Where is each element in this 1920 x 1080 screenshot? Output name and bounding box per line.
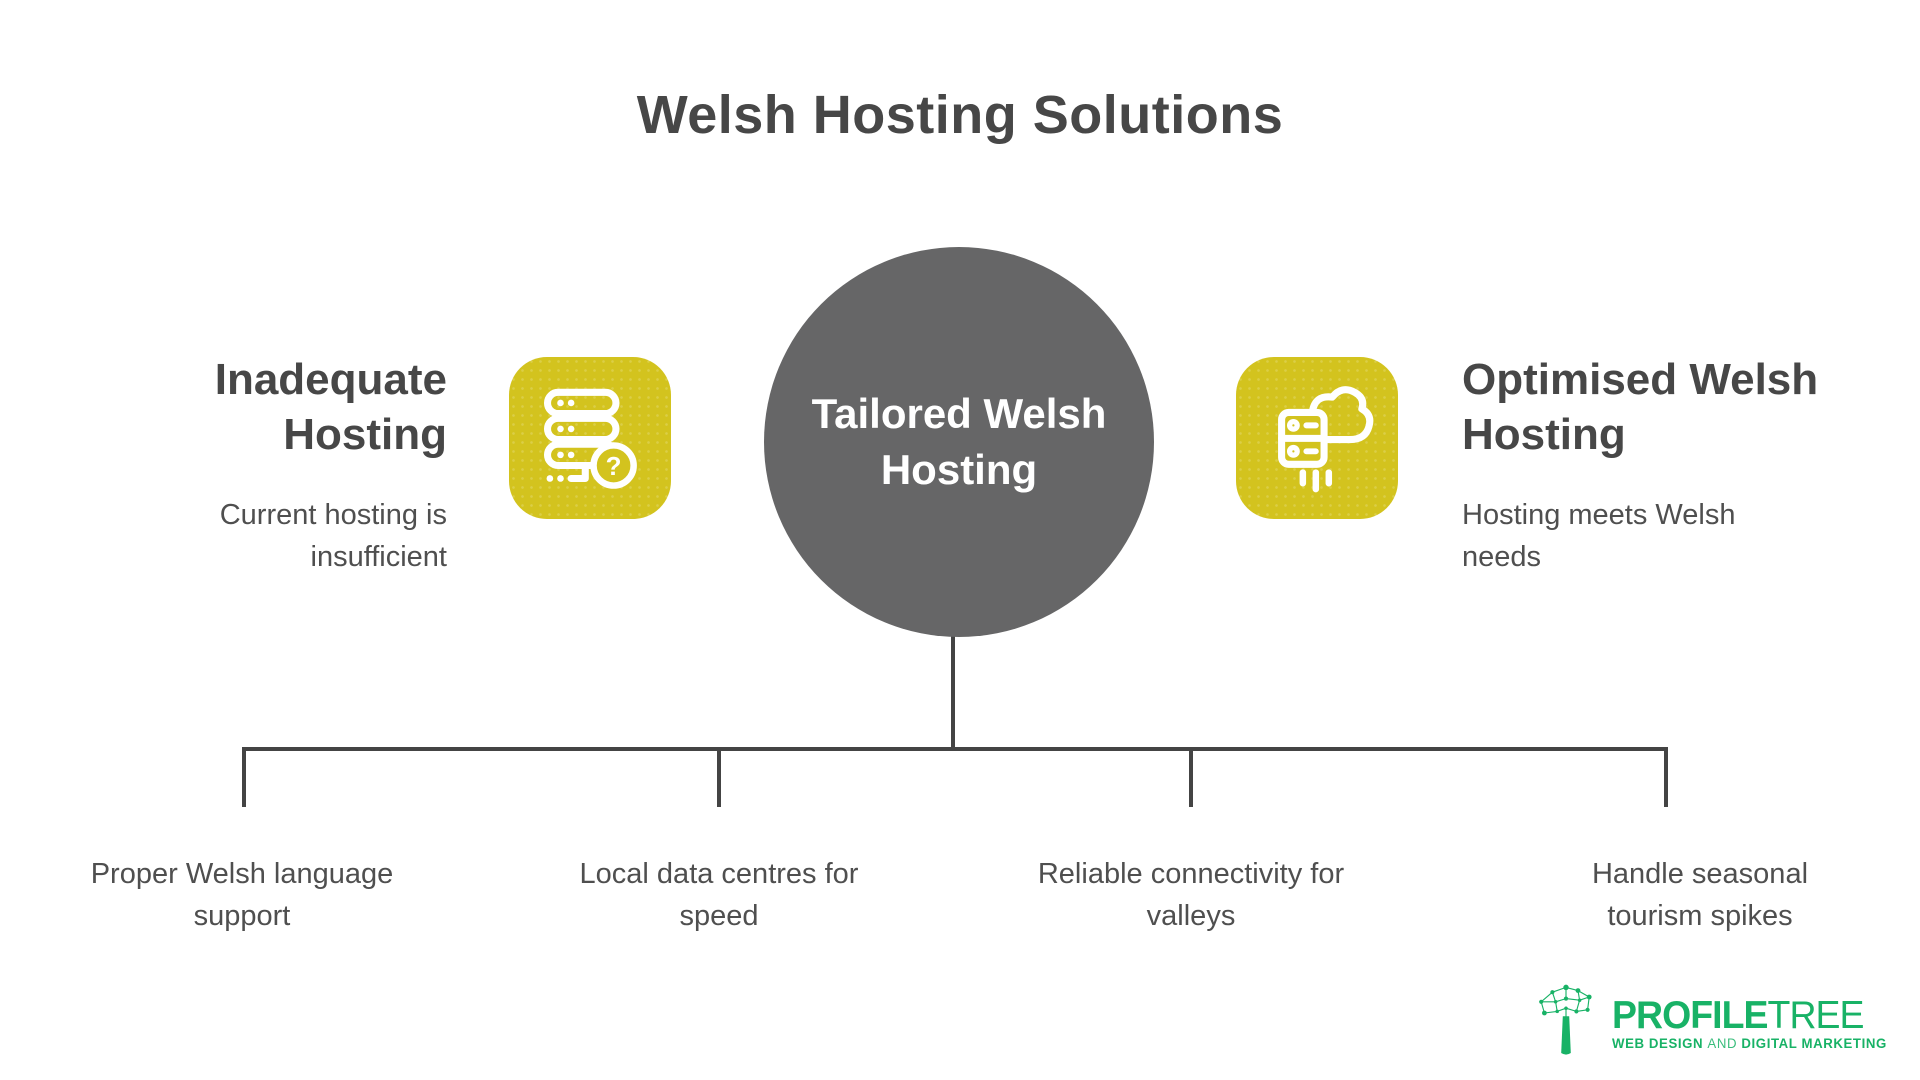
svg-text:?: ?	[606, 450, 622, 480]
optimised-hosting-description: Hosting meets Welsh needs	[1462, 499, 1736, 573]
center-stub-line	[951, 630, 955, 751]
profiletree-logo: PROFILETREE WEB DESIGN AND DIGITAL MARKE…	[1530, 981, 1893, 1066]
optimised-hosting-icon-box	[1236, 357, 1398, 519]
inadequate-hosting-icon-box: ?	[509, 357, 671, 519]
branch-horizontal-line	[242, 747, 1668, 751]
branch-label-reliable-connectivity: Reliable connectivity for valleys	[1037, 858, 1345, 932]
profiletree-tagline: WEB DESIGN AND DIGITAL MARKETING	[1611, 1035, 1887, 1051]
branch-label-welsh-language: Proper Welsh language support	[90, 858, 394, 932]
inadequate-hosting-heading: Inadequate Hosting	[214, 355, 447, 459]
inadequate-hosting-description: Current hosting is insufficient	[219, 499, 447, 573]
central-node-label: Tailored Welsh Hosting	[811, 390, 1107, 493]
branch-tick-3	[1189, 747, 1193, 807]
profiletree-wordmark: PROFILETREE	[1611, 993, 1865, 1037]
branch-label-tourism-spikes: Handle seasonal tourism spikes	[1591, 858, 1809, 932]
page-title: Welsh Hosting Solutions	[636, 85, 1284, 145]
profiletree-tree-icon	[1530, 981, 1602, 1066]
branch-tick-4	[1664, 747, 1668, 807]
branch-label-local-data-centres: Local data centres for speed	[579, 858, 859, 932]
profiletree-logo-text: PROFILETREE WEB DESIGN AND DIGITAL MARKE…	[1611, 993, 1893, 1052]
branch-tick-1	[242, 747, 246, 807]
server-question-icon: ?	[531, 377, 649, 500]
central-node: Tailored Welsh Hosting	[764, 247, 1154, 637]
optimised-hosting-heading: Optimised Welsh Hosting	[1462, 355, 1819, 459]
server-cloud-icon	[1258, 377, 1376, 500]
branch-tick-2	[717, 747, 721, 807]
